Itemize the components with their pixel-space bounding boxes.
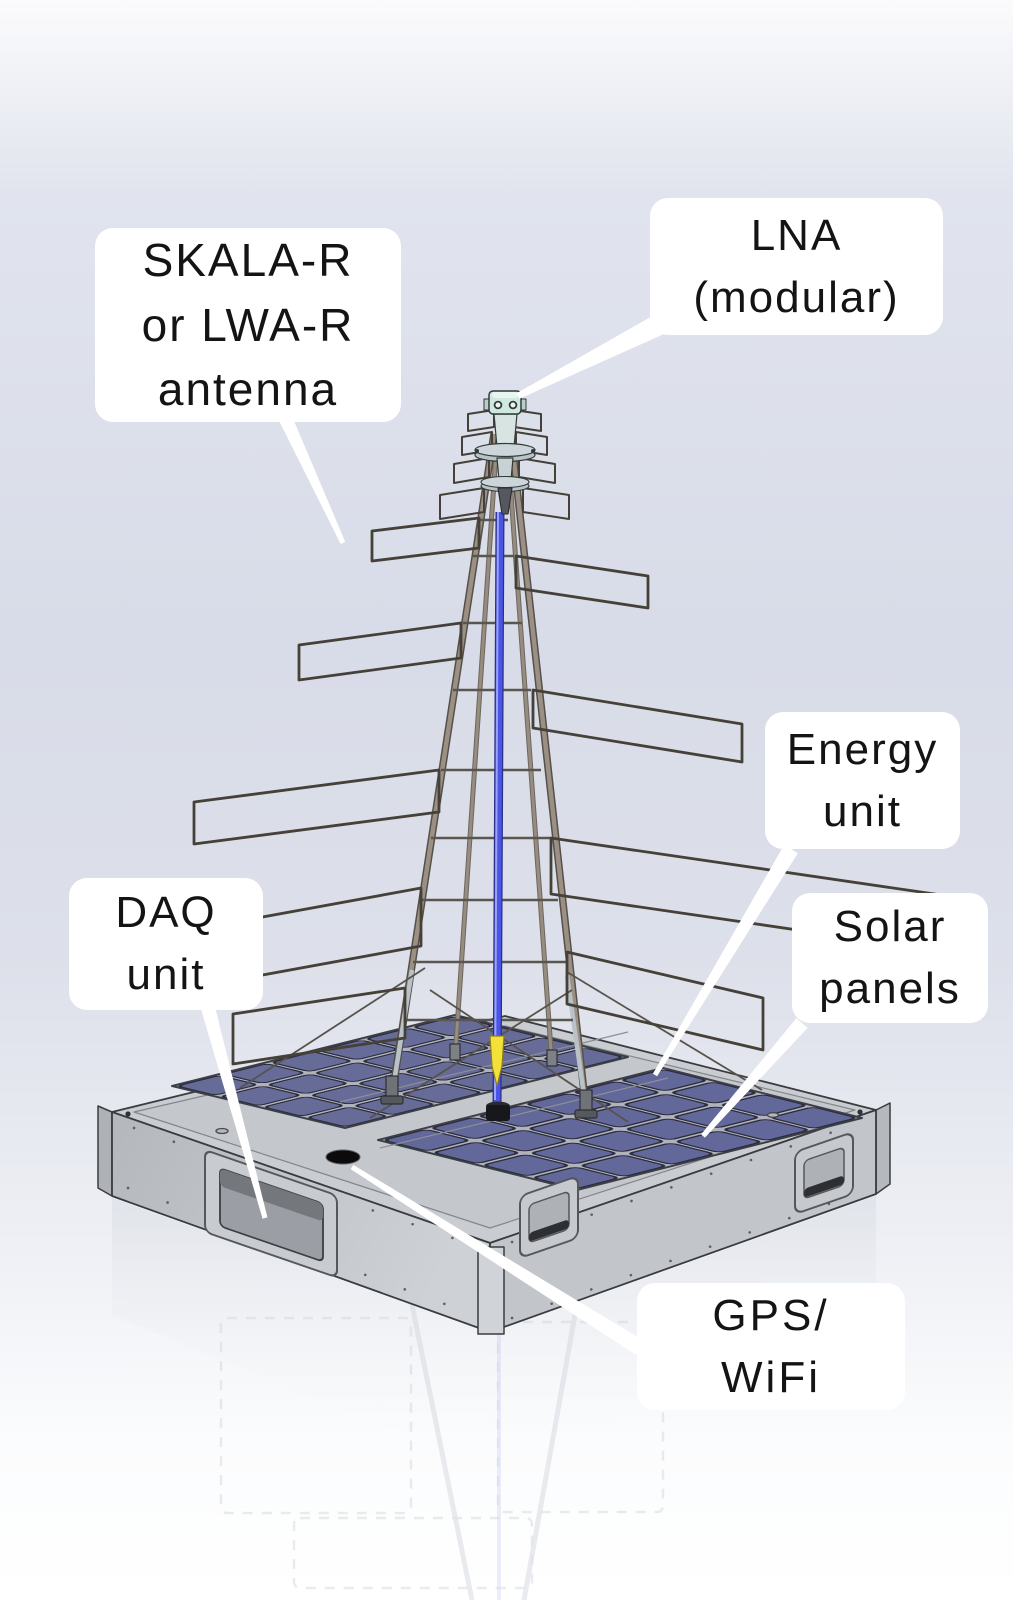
- label-gps-wifi: GPS/ WiFi: [637, 1283, 905, 1410]
- back-left-boom: [453, 437, 499, 1059]
- case-right-bevel: [875, 1102, 891, 1195]
- case-front-bevel: [477, 1246, 505, 1335]
- pole-base-cap: [486, 1105, 510, 1121]
- leader-lines: [201, 312, 808, 1355]
- lna-assembly: [474, 390, 536, 515]
- label-solar-panels: Solar panels: [792, 893, 988, 1023]
- pole-yellow-sleeve: [489, 1035, 505, 1087]
- gps-wifi-port: [325, 1149, 361, 1165]
- case-handle: [794, 1133, 854, 1213]
- back-right-boom: [505, 437, 554, 1065]
- leader-solar: [701, 1018, 808, 1138]
- label-solar-panels-text: Solar panels: [819, 902, 961, 1013]
- feed-pole: [486, 511, 510, 1121]
- label-gps-wifi-text: GPS/ WiFi: [712, 1290, 830, 1402]
- leader-antenna: [276, 410, 346, 544]
- case-left-bevel: [97, 1105, 113, 1197]
- label-daq-unit-text: DAQ unit: [115, 888, 217, 999]
- case-handle: [519, 1177, 579, 1257]
- reflected-loop: [496, 1320, 665, 1514]
- tripod-feet: [380, 1043, 598, 1119]
- solar-array-left: [171, 1014, 629, 1129]
- label-antenna: SKALA-R or LWA-R antenna: [95, 228, 401, 422]
- label-lna: LNA (modular): [650, 198, 943, 335]
- label-antenna-text: SKALA-R or LWA-R antenna: [141, 234, 355, 416]
- leader-daq: [201, 1006, 268, 1219]
- guy-wires: [239, 967, 763, 1123]
- leader-gps: [350, 1164, 645, 1355]
- deck-vent: [766, 1112, 780, 1118]
- leader-energy: [652, 844, 798, 1077]
- label-daq-unit: DAQ unit: [69, 878, 263, 1010]
- label-energy-unit-text: Energy unit: [786, 724, 939, 836]
- label-energy-unit: Energy unit: [765, 712, 960, 849]
- deck-vent: [215, 1127, 229, 1135]
- daq-bay: [204, 1150, 338, 1277]
- front-right-boom: [508, 433, 589, 1111]
- boom-rungs: [405, 518, 573, 1022]
- label-lna-text: LNA (modular): [693, 210, 900, 322]
- leader-lna: [516, 312, 669, 399]
